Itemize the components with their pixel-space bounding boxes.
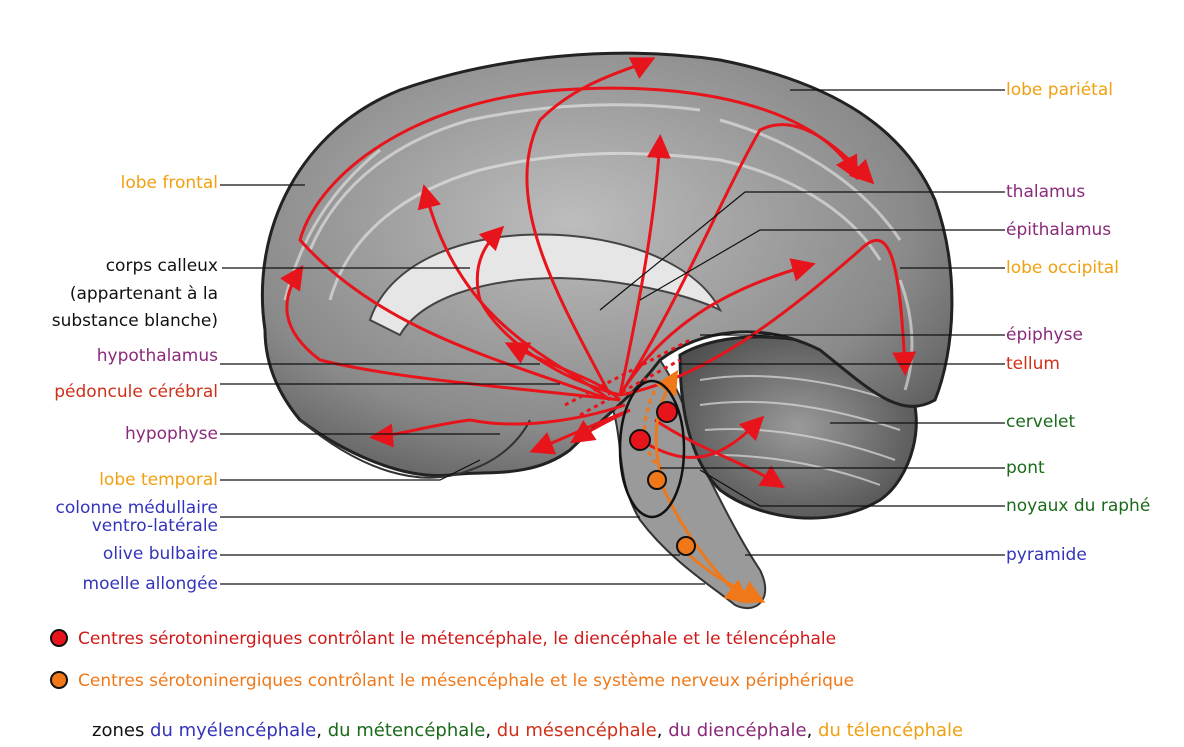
zones-sep: , <box>485 720 496 741</box>
label-thalamus: thalamus <box>1006 182 1085 202</box>
label-tellum: tellum <box>1006 354 1060 374</box>
legend-red-text: Centres sérotoninergiques contrôlant le … <box>78 629 836 649</box>
label-epithalamus: épithalamus <box>1006 220 1111 240</box>
label-lobe-occipital: lobe occipital <box>1006 258 1119 278</box>
label-lobe-temporal: lobe temporal <box>99 470 218 490</box>
zones-legend: zones du myélencéphale, du métencéphale,… <box>92 720 963 741</box>
label-moelle: moelle allongée <box>83 574 218 594</box>
label-lobe-frontal: lobe frontal <box>121 173 218 193</box>
label-hypothalamus: hypothalamus <box>97 346 218 366</box>
zones-prefix: zones <box>92 720 150 741</box>
red-nucleus <box>657 402 677 422</box>
zone-metencephale: du métencéphale <box>328 720 486 741</box>
zones-sep: , <box>316 720 327 741</box>
label-colonne-2: ventro-latérale <box>92 516 218 536</box>
orange-nucleus <box>648 471 666 489</box>
label-pont: pont <box>1006 458 1045 478</box>
label-lobe-parietal: lobe pariétal <box>1006 80 1113 100</box>
zone-telencephale: du télencéphale <box>818 720 963 741</box>
label-olive: olive bulbaire <box>103 544 218 564</box>
red-dot-icon <box>50 629 68 647</box>
label-epiphyse: épiphyse <box>1006 325 1083 345</box>
label-hypophyse: hypophyse <box>125 424 218 444</box>
legend-orange-text: Centres sérotoninergiques contrôlant le … <box>78 671 854 691</box>
label-pyramide: pyramide <box>1006 545 1087 565</box>
zone-diencephale: du diencéphale <box>668 720 806 741</box>
orange-nucleus <box>677 537 695 555</box>
zone-mesencephale: du mésencéphale <box>497 720 657 741</box>
label-colonne: colonne médullaire <box>55 498 218 518</box>
label-cervelet: cervelet <box>1006 412 1075 432</box>
zone-myelencephale: du myélencéphale <box>150 720 316 741</box>
red-nucleus <box>630 430 650 450</box>
zones-sep: , <box>657 720 668 741</box>
orange-dot-icon <box>50 671 68 689</box>
label-pedoncule: pédoncule cérébral <box>54 382 218 402</box>
legend-orange: Centres sérotoninergiques contrôlant le … <box>50 670 854 692</box>
label-corps-calleux-2: (appartenant à la <box>70 284 218 304</box>
label-corps-calleux: corps calleux <box>106 256 218 276</box>
label-noyaux-raphe: noyaux du raphé <box>1006 496 1150 516</box>
legend-red: Centres sérotoninergiques contrôlant le … <box>50 628 836 650</box>
label-corps-calleux-3: substance blanche) <box>52 311 218 331</box>
zones-sep: , <box>807 720 818 741</box>
